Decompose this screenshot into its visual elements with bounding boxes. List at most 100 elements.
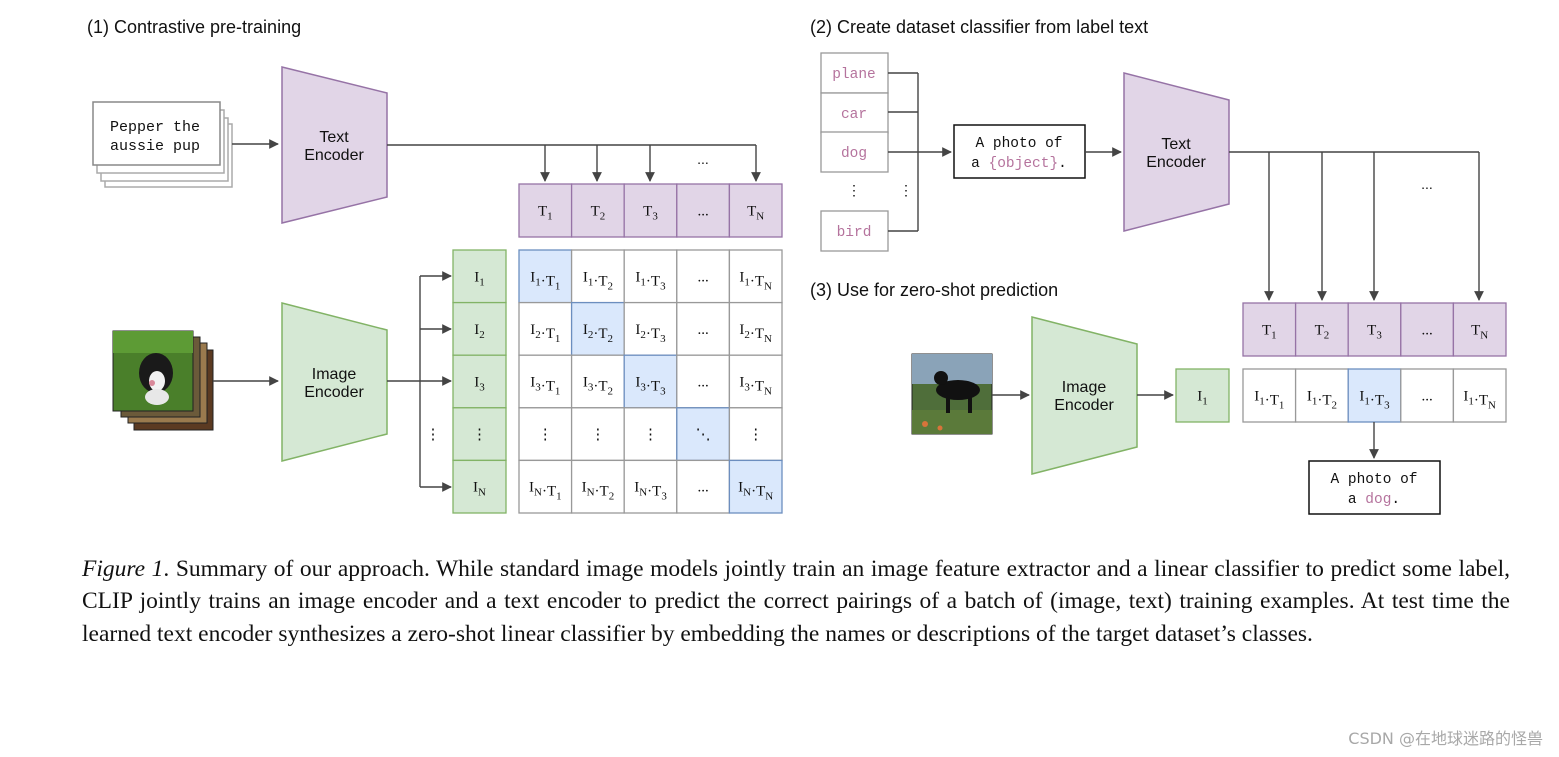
similarity-cell: I2·T3 <box>623 301 678 356</box>
image-encoder-1: Image Encoder <box>281 302 388 462</box>
pretrain-text-stack: Pepper the aussie pup <box>92 101 233 188</box>
label-text: plane <box>832 67 876 83</box>
label-item: car <box>820 92 889 134</box>
section2-title: (2) Create dataset classifier from label… <box>810 17 1148 37</box>
similarity-cell-label: ⋮ <box>538 427 553 443</box>
similarity-cell-label: IN·T3 <box>634 480 667 503</box>
similarity-cell: IN·T2 <box>570 459 625 514</box>
similarity-cell: ⋱ <box>676 407 731 462</box>
zero-shot-score-cell-label: I1·T2 <box>1307 389 1337 412</box>
image-embedding-cell: ⋮ <box>452 407 507 462</box>
text-embedding-cell: T3 <box>623 183 678 238</box>
similarity-cell-label: I3·T2 <box>583 375 613 398</box>
image-embedding-cell: I1 <box>452 249 507 304</box>
similarity-cell: IN·TN <box>728 459 783 514</box>
section3-title: (3) Use for zero-shot prediction <box>810 280 1058 300</box>
label-text: bird <box>837 225 872 241</box>
text-embedding-cell-2-label: T1 <box>1262 323 1277 342</box>
template-line1: A photo of <box>975 136 1062 152</box>
image-embedding-cell-label: ⋮ <box>472 427 487 443</box>
similarity-cell-label: ⋮ <box>748 427 763 443</box>
similarity-cell: I1·T2 <box>570 249 625 304</box>
image-embedding-cell-label: I2 <box>474 322 485 341</box>
image-embedding-cell: I3 <box>452 354 507 409</box>
text-embedding-cell: T2 <box>570 183 625 238</box>
similarity-matrix: I1·T1I1·T2I1·T3...I1·TNI2·T1I2·T2I2·T3..… <box>518 249 783 514</box>
similarity-cell-label: ... <box>697 480 708 496</box>
similarity-cell-label: I1·TN <box>739 269 772 292</box>
prediction-box: A photo of a dog. <box>1308 460 1441 515</box>
zero-shot-score-cell-label: ... <box>1421 389 1432 405</box>
image-embedding-cell-label: I3 <box>474 375 485 394</box>
caption-label: Figure 1 <box>82 556 164 582</box>
label-item: plane <box>820 52 889 94</box>
label-list: plane car dog bird <box>820 52 889 252</box>
text-embedding-cell-2-label: T3 <box>1367 323 1382 342</box>
similarity-cell: ⋮ <box>623 407 678 462</box>
zero-shot-photo <box>911 353 993 435</box>
figure-caption: Figure 1. Summary of our approach. While… <box>82 553 1510 650</box>
label-text: dog <box>841 146 867 162</box>
text-embedding-cell-label: T2 <box>591 204 606 223</box>
similarity-cell-label: I3·T1 <box>530 375 560 398</box>
svg-text:⋮: ⋮ <box>899 184 913 199</box>
similarity-cell: I2·TN <box>728 301 783 356</box>
similarity-cell-label: IN·TN <box>738 480 773 503</box>
text-embedding-cell-label: T3 <box>643 204 658 223</box>
similarity-cell-label: ⋮ <box>643 427 658 443</box>
label-text: car <box>841 107 867 123</box>
similarity-cell-label: ... <box>697 322 708 338</box>
template-line2: a {object}. <box>971 156 1067 172</box>
text-encoder-2-label2: Encoder <box>1146 154 1206 171</box>
similarity-cell-label: IN·T2 <box>582 480 615 503</box>
text-embedding-cell-2: ... <box>1400 302 1455 357</box>
zero-shot-image-embedding: I1 <box>1175 368 1230 423</box>
section1-title: (1) Contrastive pre-training <box>87 17 301 37</box>
similarity-cell-label: ... <box>697 269 708 285</box>
similarity-cell-label: ... <box>697 375 708 391</box>
pretrain-image-stack <box>112 330 214 431</box>
similarity-cell: IN·T3 <box>623 459 678 514</box>
similarity-cell: I3·TN <box>728 354 783 409</box>
text-embedding-cell-2: TN <box>1452 302 1507 357</box>
zero-shot-score-cell-label: I1·T3 <box>1359 389 1390 412</box>
zero-shot-score-cell-label: I1·T1 <box>1254 389 1284 412</box>
similarity-cell-label: I1·T2 <box>583 269 613 292</box>
similarity-cell: I1·TN <box>728 249 783 304</box>
text-embedding-cell-2-label: ... <box>1421 323 1432 339</box>
text-embedding-cell-2: T2 <box>1294 302 1349 357</box>
text-encoder-1-label2: Encoder <box>304 147 364 164</box>
similarity-cell: ... <box>676 249 731 304</box>
text-embedding-cell: T1 <box>518 183 573 238</box>
caption-text: . Summary of our approach. While standar… <box>82 556 1510 647</box>
svg-text:...: ... <box>697 151 709 167</box>
prediction-line2: a dog. <box>1348 492 1400 508</box>
similarity-cell-label: I3·TN <box>739 375 772 398</box>
text-embedding-cell-label: TN <box>747 204 764 223</box>
image-encoder-2-label1: Image <box>1062 379 1107 396</box>
svg-text:⋮: ⋮ <box>847 184 861 199</box>
zero-shot-score-cell: I1·T1 <box>1242 368 1297 423</box>
text-embedding-cell-label: T1 <box>538 204 553 223</box>
text-encoder-1: Text Encoder <box>281 66 388 224</box>
label-item: bird <box>820 210 889 252</box>
similarity-cell: ... <box>676 459 731 514</box>
text-embedding-cell: TN <box>728 183 783 238</box>
prompt-template-box: A photo of a {object}. <box>953 124 1086 179</box>
image-embedding-cell: I2 <box>452 301 507 356</box>
prediction-line1: A photo of <box>1330 472 1417 488</box>
similarity-cell-label: ⋱ <box>696 427 711 443</box>
text-embedding-cell: ... <box>676 183 731 238</box>
similarity-cell: I3·T1 <box>518 354 573 409</box>
text-embedding-cell-2: T3 <box>1347 302 1402 357</box>
zero-shot-score-cell-label: I1·TN <box>1463 389 1496 412</box>
svg-text:⋮: ⋮ <box>426 427 441 443</box>
zero-shot-score-cell: I1·T3 <box>1347 368 1402 423</box>
text-embedding-cell-label: ... <box>697 204 708 220</box>
svg-text:...: ... <box>1421 176 1433 192</box>
image-encoder-1-label1: Image <box>312 366 357 383</box>
similarity-cell: ... <box>676 354 731 409</box>
zero-shot-score-cell: I1·T2 <box>1294 368 1349 423</box>
similarity-cell-label: I2·T2 <box>583 322 613 345</box>
